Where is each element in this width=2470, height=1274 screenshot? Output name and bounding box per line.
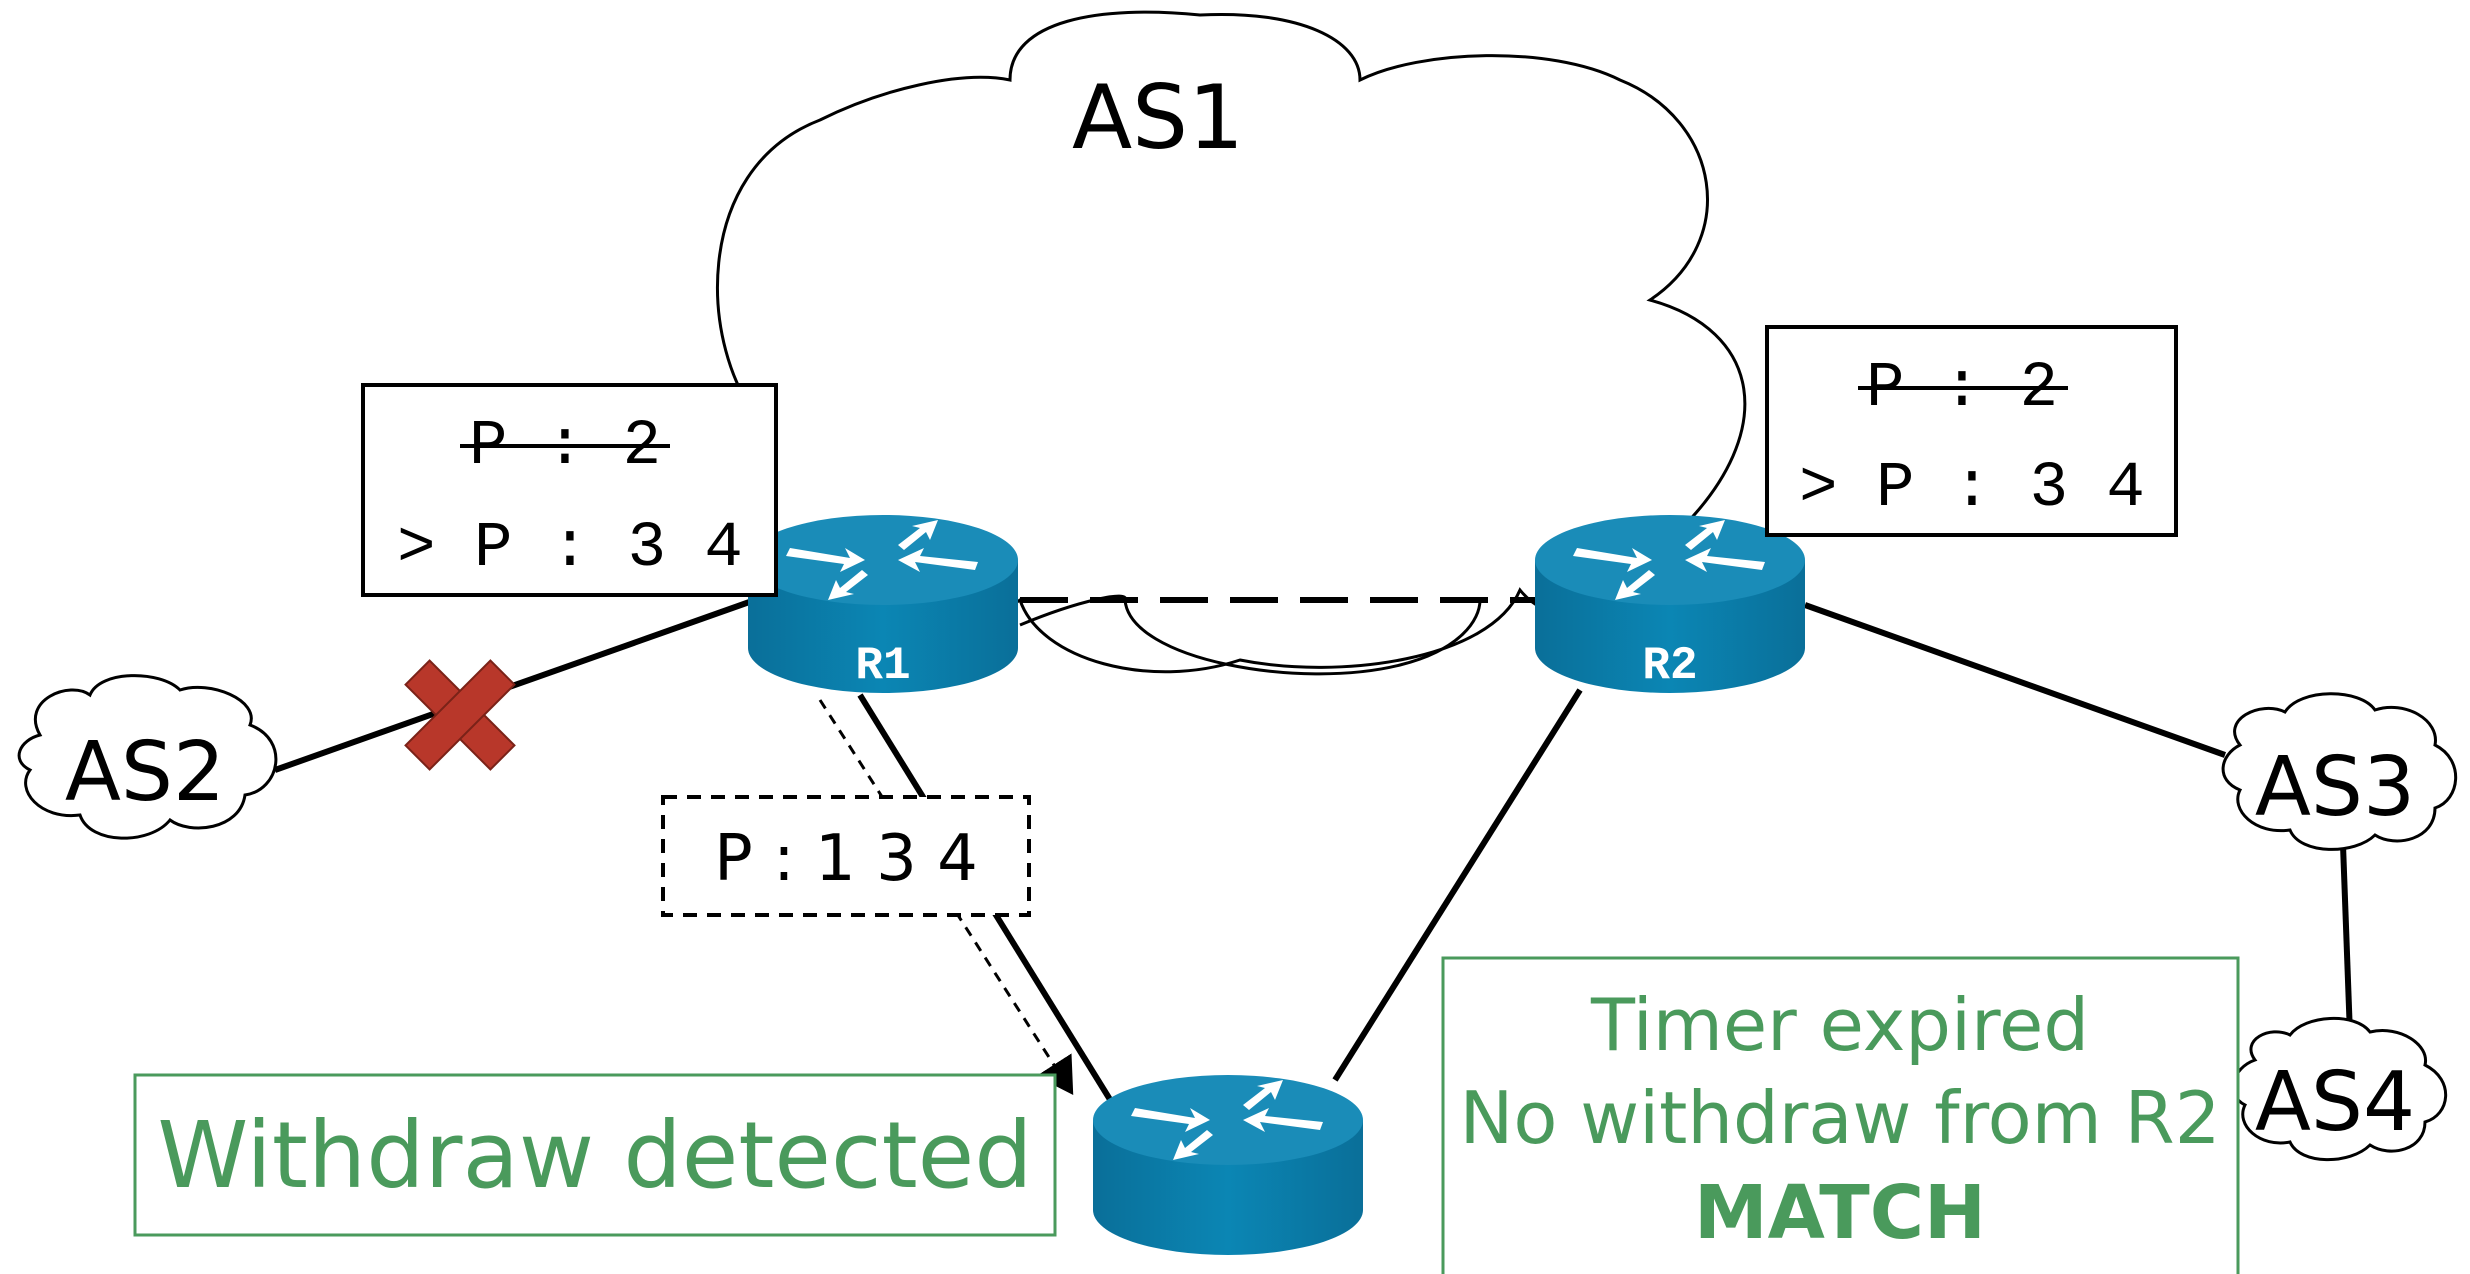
link-r2-r3	[1332, 688, 1583, 1082]
timer-expired-box: Timer expired No withdraw from R2 MATCH	[1441, 956, 2240, 1274]
update-message-text: P : 1 3 4	[714, 822, 978, 896]
link-r1-r3	[857, 693, 1138, 1142]
link-r2-as3	[1803, 602, 2227, 758]
router-arrows-icon	[1573, 520, 1765, 600]
timer-line-3: MATCH	[1694, 1170, 1986, 1256]
as1-label: AS1	[1072, 66, 1244, 169]
r2-rib-box: P : 2 > P : 3 4	[1765, 325, 2178, 537]
router-r3[interactable]	[1093, 1075, 1363, 1255]
r2-label: R2	[1642, 640, 1697, 692]
link-failure-icon	[404, 659, 516, 771]
update-arrow	[818, 699, 1074, 1096]
as2-cloud	[17, 674, 278, 840]
as1-cloud-detail-bottom	[1123, 599, 1482, 676]
as3-cloud	[2221, 692, 2458, 851]
router-r1[interactable]: R1	[748, 515, 1018, 693]
timer-line-2: No withdraw from R2	[1459, 1076, 2220, 1160]
link-as3-as4	[2340, 844, 2353, 1036]
as4-label: AS4	[2255, 1055, 2415, 1150]
r1-rib-box: P : 2 > P : 3 4	[361, 383, 778, 597]
timer-line-1: Timer expired	[1590, 983, 2089, 1067]
as2-label: AS2	[65, 725, 225, 820]
router-r2[interactable]: R2	[1535, 515, 1805, 693]
router-arrows-icon	[786, 520, 978, 600]
router-arrows-icon	[1131, 1080, 1323, 1160]
as3-label: AS3	[2255, 740, 2415, 835]
withdraw-detected-box: Withdraw detected	[133, 1073, 1057, 1237]
withdraw-detected-text: Withdraw detected	[157, 1102, 1032, 1209]
update-message-box: P : 1 3 4	[661, 795, 1031, 917]
as1-cloud	[715, 10, 1747, 674]
r1-label: R1	[855, 640, 910, 692]
r2-best-route: > P : 3 4	[1799, 453, 2145, 525]
r1-best-route: > P : 3 4	[397, 513, 743, 585]
as4-cloud	[2231, 1016, 2448, 1162]
